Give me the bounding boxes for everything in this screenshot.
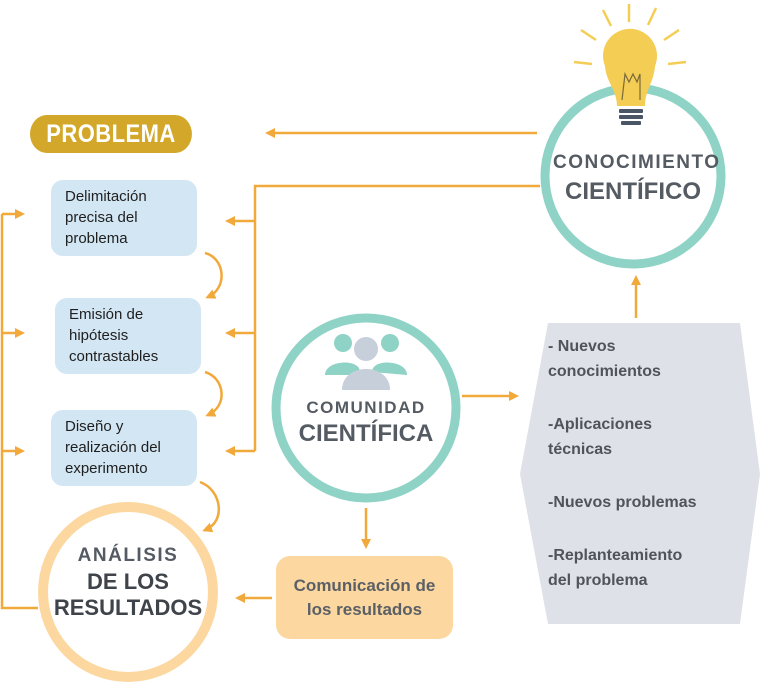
- result-nuevos-problemas: -Nuevos problemas: [548, 494, 697, 511]
- lightbulb-icon: [573, 4, 687, 125]
- analisis-title: ANÁLISIS DE LOS RESULTADOS: [48, 545, 208, 621]
- result-replanteamiento: -Replanteamiento del problema: [548, 547, 683, 589]
- analisis-line1: ANÁLISIS: [77, 545, 179, 566]
- step-delimitacion: Delimitación precisa del problema: [51, 180, 197, 256]
- comunicacion-box: Comunicación de los resultados: [276, 556, 453, 639]
- feedback-bracket-left: [0, 214, 38, 610]
- step-hipotesis: Emisión de hipótesis contrastables: [55, 298, 201, 374]
- results-list: - Nuevos conocimientos -Aplicaciones téc…: [548, 334, 733, 621]
- people-group-icon: [325, 334, 407, 390]
- conocimiento-line1: CONOCIMIENTO: [553, 152, 721, 173]
- curve-step2-to-step3: [204, 370, 223, 417]
- results-hexagon: [520, 323, 760, 624]
- problema-label: PROBLEMA: [30, 115, 192, 153]
- conocimiento-title: CONOCIMIENTO CIENTÍFICO: [553, 152, 721, 206]
- comunidad-title: COMUNIDAD CIENTÍFICA: [291, 398, 441, 448]
- comunidad-circle: [271, 313, 461, 503]
- analisis-line2: DE LOS: [87, 569, 169, 594]
- curve-step3-to-analisis: [199, 480, 221, 533]
- comunidad-line1: COMUNIDAD: [306, 398, 426, 417]
- comunidad-line2: CIENTÍFICA: [298, 420, 434, 447]
- analisis-circle: [38, 502, 218, 682]
- arrow-conocimiento-to-steps: [253, 184, 540, 451]
- analisis-line3: RESULTADOS: [53, 595, 203, 620]
- curve-step1-to-step2: [204, 251, 223, 299]
- result-nuevos-conocimientos: - Nuevos conocimientos: [548, 338, 661, 380]
- conocimiento-line2: CIENTÍFICO: [565, 178, 701, 205]
- step-experimento: Diseño y realización del experimento: [51, 410, 197, 486]
- result-aplicaciones-tecnicas: -Aplicaciones técnicas: [548, 416, 653, 458]
